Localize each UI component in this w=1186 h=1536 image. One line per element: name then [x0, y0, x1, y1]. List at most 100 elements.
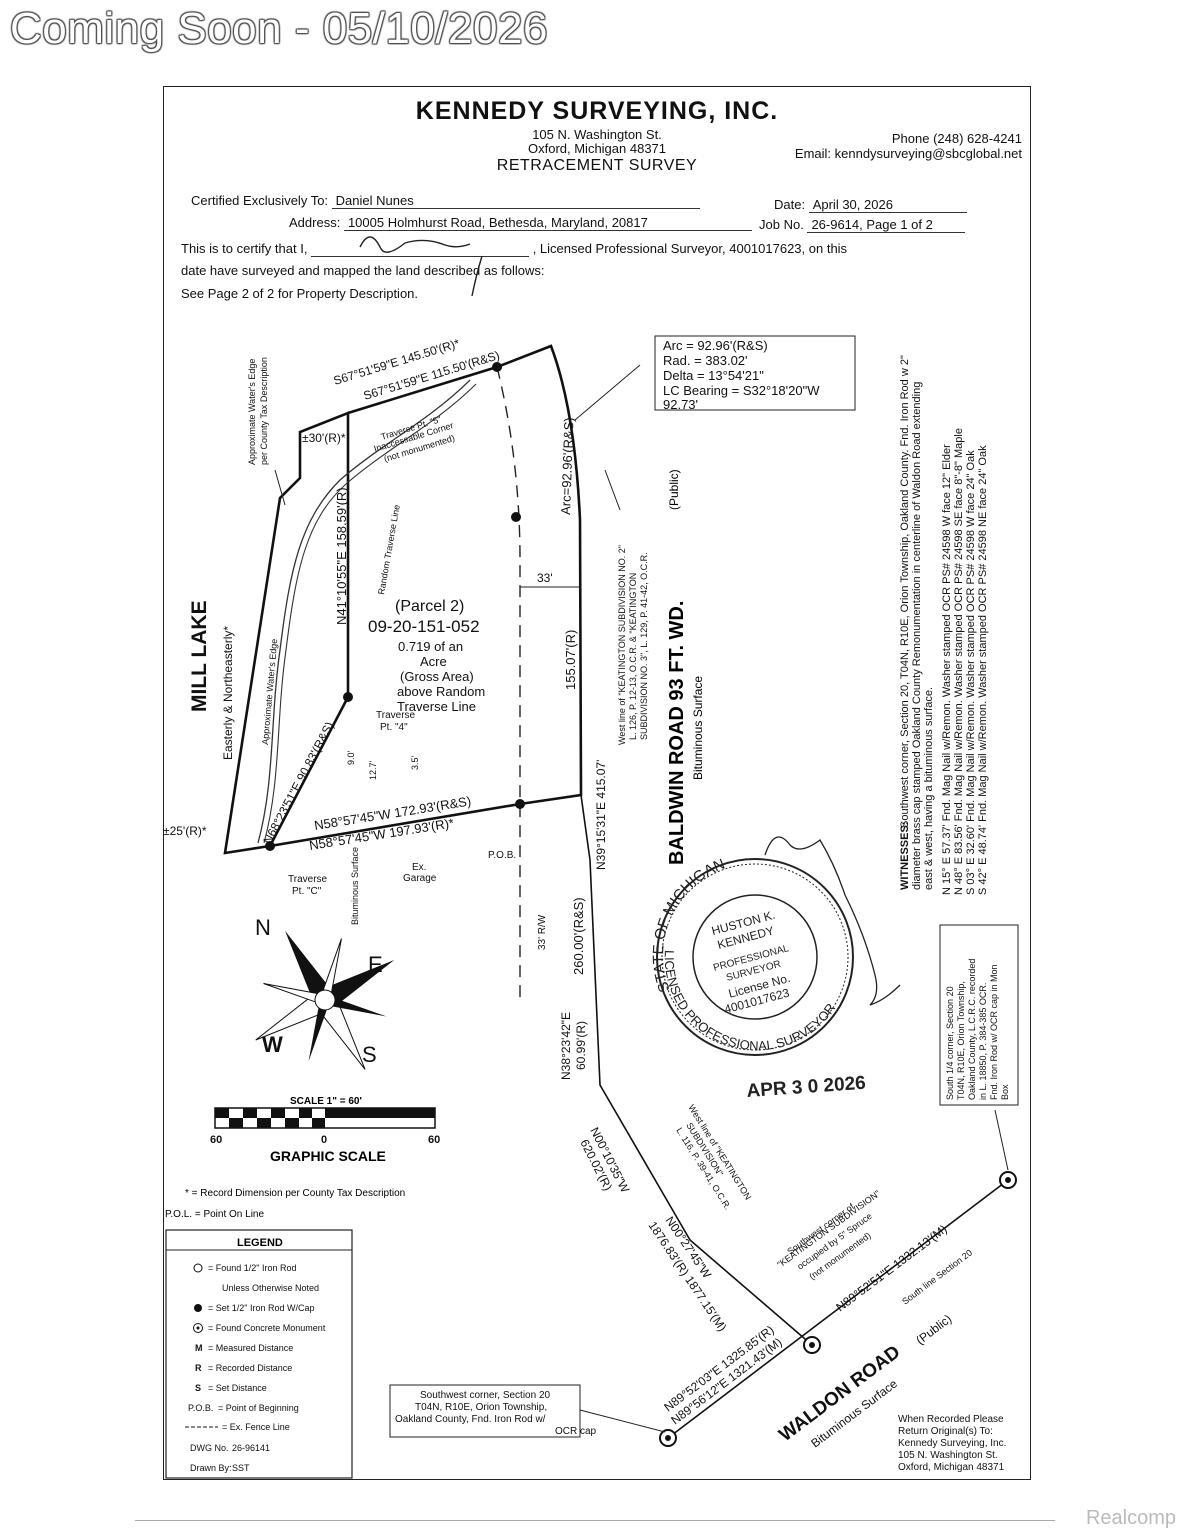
iron-rod-pob	[515, 799, 525, 809]
certified-row: Certified Exclusively To: Daniel Nunes	[191, 193, 700, 209]
compass-n: N	[255, 915, 271, 940]
surveyor-seal: STATE OF MICHIGAN LICENSED PROFESSIONAL …	[650, 856, 854, 1056]
leader-keatington-2	[604, 469, 621, 511]
legend-item-2: Unless Otherwise Noted	[222, 1283, 319, 1293]
compass-w: W	[262, 1032, 283, 1057]
bituminous-baldwin: Bituminous Surface	[691, 676, 705, 780]
certified-label: Certified Exclusively To:	[191, 193, 329, 208]
right-of-way-line	[496, 366, 521, 1000]
swc-line-1: Southwest corner, Section 20	[420, 1390, 551, 1401]
drawn-label: Drawn By:	[190, 1463, 232, 1473]
job-row: Job No. 26-9614, Page 1 of 2	[759, 217, 966, 233]
row-33-label: 33' R/W	[537, 914, 548, 950]
east-distance-label: 155.07'(R)	[563, 630, 578, 690]
record-dimension-note: * = Record Dimension per County Tax Desc…	[185, 1188, 405, 1199]
plus25-label: ±25'(R)*	[163, 824, 207, 838]
sw-corner-monument-center	[665, 1435, 671, 1441]
return-3: Kennedy Surveying, Inc.	[898, 1438, 1006, 1449]
water-edge-line-1	[257, 379, 471, 844]
s14-line-3: Oakland County, L.C.R.C. recorded	[967, 959, 977, 1100]
company-city: Oxford, Michigan 48371	[527, 141, 667, 156]
certify-line-3: See Page 2 of 2 for Property Description…	[181, 286, 419, 301]
keatington-2-label-3: SUBDIVISION NO. 3", L. 129, P. 41-42, O.…	[639, 552, 649, 740]
parcel-boundary	[223, 344, 583, 855]
keatington-corner-center	[809, 1342, 815, 1348]
curve-lc: LC Bearing = S32°18'20"W	[663, 383, 820, 398]
dim-12-7: 12.7'	[368, 760, 378, 780]
email-address: Email: kenndysurveying@sbcglobal.net	[794, 146, 1022, 161]
easterly-label: Easterly & Northeasterly*	[221, 626, 235, 760]
legend-item-6: = Recorded Distance	[208, 1363, 292, 1373]
iron-rod-pt4	[343, 692, 353, 702]
water-edge-label-2: per County Tax Description	[259, 357, 269, 465]
date-row: Date: April 30, 2026	[774, 197, 967, 213]
curve-delta: Delta = 13°54'21"	[663, 368, 764, 383]
dim-9: 9.0'	[346, 750, 356, 765]
witness-4: S 42° E 48.74' Fnd. Mag Nail w/Remon. Wa…	[977, 445, 989, 895]
certify-text-b: , Licensed Professional Surveyor, 400101…	[532, 241, 848, 256]
parcel-area-4: above Random	[397, 684, 485, 699]
west-bearing: N41°10'55"E 158.59'(R)	[334, 487, 349, 625]
phone-number: Phone (248) 628-4241	[891, 131, 1022, 146]
return-4: 105 N. Washington St.	[898, 1450, 998, 1461]
leader-sw-corner	[579, 1409, 666, 1433]
east-parcel-edge	[269, 344, 583, 848]
scale-title: SCALE 1" = 60'	[290, 1096, 362, 1107]
legend-key-m: M	[195, 1343, 203, 1353]
witness-desc-1: Southwest corner, Section 20, T04N, R10E…	[899, 355, 911, 828]
traverse-c-b: Pt. "C"	[292, 886, 322, 897]
signature-line	[311, 241, 530, 257]
south-quarter-center	[1005, 1177, 1011, 1183]
legend-key-r: R	[195, 1363, 202, 1373]
dwg-label: DWG No.	[190, 1443, 229, 1453]
distance-6099-a: N38°23'42"E	[559, 1012, 573, 1080]
client-address: 10005 Holmhurst Road, Bethesda, Maryland…	[343, 215, 752, 231]
scale-60-left: 60	[210, 1134, 222, 1146]
legend-key-s: S	[195, 1383, 201, 1393]
iron-rod-ne	[492, 362, 502, 372]
distance-260: 260.00'(R&S)	[571, 897, 586, 975]
water-edge-label-1: Approximate Water's Edge	[247, 359, 257, 465]
s14-line-5: Fnd. Iron Rod w/ OCR cap in Mon	[989, 964, 999, 1100]
parcel-area-5: Traverse Line	[397, 699, 476, 714]
legend-item-5: = Measured Distance	[208, 1343, 293, 1353]
compass-e: E	[368, 952, 383, 977]
coming-soon-overlay: Coming Soon - 05/10/2026	[10, 4, 548, 53]
baldwin-road-label: BALDWIN ROAD 93 FT. WD.	[666, 601, 688, 865]
arc-label-side: Arc=92.96'(R&S)	[558, 417, 576, 515]
legend-title: LEGEND	[237, 1237, 283, 1249]
sw-corner-box	[389, 1384, 581, 1438]
s14-line-1: South 1/4 corner, Section 20	[945, 986, 955, 1100]
return-1: When Recorded Please	[898, 1414, 1004, 1425]
address-row: Address: 10005 Holmhurst Road, Bethesda,…	[289, 215, 752, 231]
witnesses-title: WITNESSES:	[899, 822, 911, 890]
leader-water-edge	[274, 469, 286, 506]
graphic-scale-label: GRAPHIC SCALE	[270, 1148, 386, 1164]
legend-item-4: = Found Concrete Monument	[208, 1323, 326, 1333]
witness-1: N 15° E 57.37' Fnd. Mag Nail w/Remon. Wa…	[941, 444, 953, 895]
legend-key-pob: P.O.B.	[188, 1403, 213, 1413]
keatington-2-label-2: L. 126, P. 12-13, O.C.R. & "KEATINGTON	[628, 573, 638, 740]
survey-sheet: KENNEDY SURVEYING, INC. 105 N. Washingto…	[163, 86, 1031, 1480]
traverse-c-a: Traverse	[288, 874, 328, 885]
return-2: Return Original(s) To:	[898, 1426, 993, 1437]
job-number: 26-9614, Page 1 of 2	[807, 217, 966, 233]
section-20-south-line	[667, 1179, 1009, 1439]
witness-3: S 03° E 32.60' Fnd. Mag Nail w/Remon. Wa…	[965, 450, 977, 895]
pol-note: P.O.L. = Point On Line	[165, 1209, 264, 1220]
survey-type: RETRACEMENT SURVEY	[496, 157, 698, 174]
plus30-label: ±30'(R)*	[302, 431, 346, 445]
recorded-stamp-date: APR 3 0 2026	[746, 1073, 867, 1102]
certified-to: Daniel Nunes	[331, 193, 700, 209]
survey-date: April 30, 2026	[808, 197, 967, 213]
iron-rod-mid	[511, 512, 521, 522]
south-quarter-box	[939, 924, 1019, 1106]
witness-2: N 48° E 83.56' Fnd. Mag Nail w/Remon. Wa…	[953, 428, 965, 895]
curve-chord: 92.73'	[663, 397, 698, 412]
address-label: Address:	[289, 215, 341, 230]
curve-table	[654, 335, 856, 411]
bituminous-drive: Bituminous Surface	[350, 847, 360, 925]
distance-6099-b: 60.99'(R)	[574, 1021, 588, 1070]
dwg-number: 26-96141	[232, 1443, 270, 1453]
